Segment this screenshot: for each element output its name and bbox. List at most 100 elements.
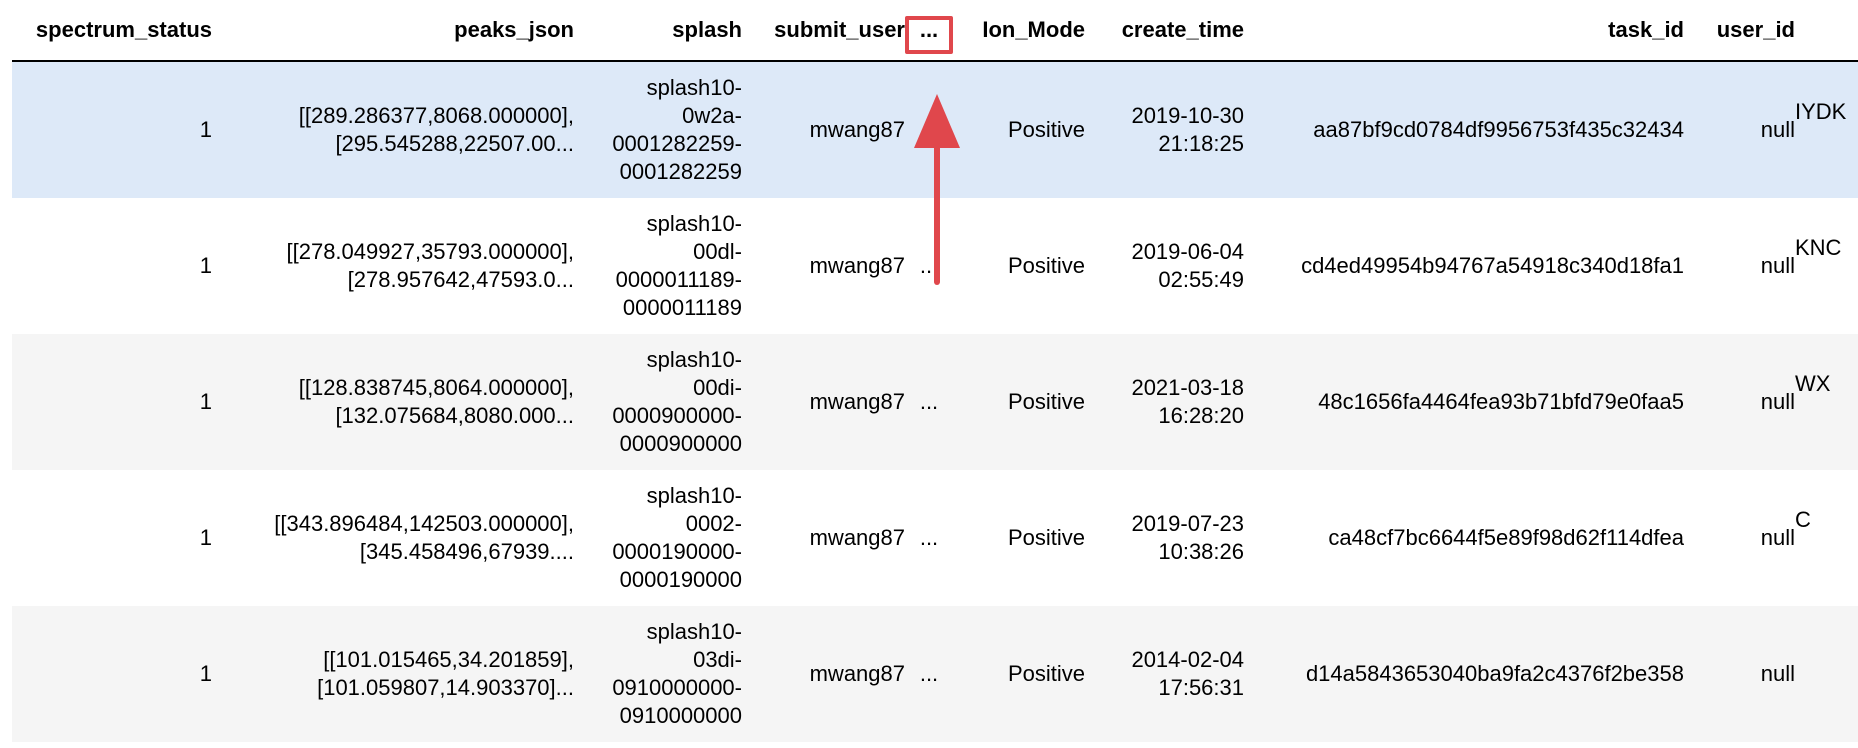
splash-line-3: 0000011189- xyxy=(615,267,742,292)
cell-truncated-column: C xyxy=(1795,507,1811,532)
splash-line-1: splash10- xyxy=(646,75,742,100)
cell-create-time: 2019-06-04 02:55:49 xyxy=(1085,198,1244,334)
cell-submit-user: mwang87 xyxy=(809,661,905,686)
header-ion-mode[interactable]: Ion_Mode xyxy=(982,17,1085,42)
cell-task-id: 48c1656fa4464fea93b71bfd79e0faa5 xyxy=(1318,389,1684,414)
peaks-line-2: [345.458496,67939.... xyxy=(359,539,574,564)
create-date: 2019-10-30 xyxy=(1131,103,1244,128)
cell-peaks-json: [[278.049927,35793.000000], [278.957642,4… xyxy=(212,198,575,334)
cell-ellipsis: ... xyxy=(919,253,939,278)
highlight-box-annotation xyxy=(905,16,953,54)
splash-line-4: 0000190000 xyxy=(619,567,742,592)
cell-user-id: null xyxy=(1760,389,1795,414)
splash-line-2: 0w2a- xyxy=(682,103,742,128)
cell-spectrum-status: 1 xyxy=(199,525,212,550)
cell-spectrum-status: 1 xyxy=(199,661,212,686)
table-row[interactable]: 1 [[128.838745,8064.000000],[132.075684,… xyxy=(12,334,1858,470)
cell-task-id: ca48cf7bc6644f5e89f98d62f114dfea xyxy=(1328,525,1684,550)
splash-line-4: 0001282259 xyxy=(619,159,742,184)
cell-splash: splash10- 03di- 0910000000- 0910000000 xyxy=(574,606,742,742)
cell-submit-user: mwang87 xyxy=(809,117,905,142)
create-clock: 16:28:20 xyxy=(1158,403,1244,428)
cell-user-id: null xyxy=(1760,253,1795,278)
cell-truncated-column: KNC xyxy=(1795,235,1842,260)
cell-splash: splash10- 0w2a- 0001282259- 0001282259 xyxy=(574,62,742,198)
cell-ion-mode: Positive xyxy=(1007,525,1085,550)
cell-task-id: d14a5843653040ba9fa2c4376f2be358 xyxy=(1305,661,1684,686)
splash-line-2: 03di- xyxy=(693,647,742,672)
table-row[interactable]: 1 [[101.015465,34.201859], [101.059807,14… xyxy=(12,606,1858,742)
table-row[interactable]: 1 [[343.896484,142503.000000], [345.45849… xyxy=(12,470,1858,606)
splash-line-2: 0002- xyxy=(685,511,742,536)
splash-line-4: 0910000000 xyxy=(619,703,742,728)
create-clock: 17:56:31 xyxy=(1158,675,1244,700)
cell-task-id: cd4ed49954b94767a54918c340d18fa1 xyxy=(1301,253,1684,278)
cell-user-id: null xyxy=(1760,117,1795,142)
create-clock: 02:55:49 xyxy=(1158,267,1244,292)
header-splash[interactable]: splash xyxy=(672,17,742,42)
splash-line-1: splash10- xyxy=(646,619,742,644)
header-peaks-json[interactable]: peaks_json xyxy=(454,17,574,42)
header-spectrum-status[interactable]: spectrum_status xyxy=(35,17,212,42)
header-hidden-columns-ellipsis[interactable]: ... xyxy=(919,17,939,42)
peaks-line-2: [101.059807,14.903370]... xyxy=(317,675,574,700)
peaks-line-2: [295.545288,22507.00... xyxy=(335,131,574,156)
dataframe-table: spectrum_status peaks_json splash submit… xyxy=(12,0,1858,748)
cell-ellipsis: ... xyxy=(919,525,939,550)
cell-peaks-json: [[289.286377,8068.000000], [295.545288,22… xyxy=(212,62,574,198)
peaks-line-2: [278.957642,47593.0... xyxy=(347,267,574,292)
splash-line-2: 00dl- xyxy=(693,239,742,264)
cell-submit-user: mwang87 xyxy=(809,253,905,278)
cell-peaks-json: [[101.015465,34.201859], [101.059807,14.9… xyxy=(212,606,574,742)
create-date: 2019-06-04 xyxy=(1131,239,1244,264)
create-date: 2021-03-18 xyxy=(1131,375,1244,400)
cell-ion-mode: Positive xyxy=(1007,117,1085,142)
cell-splash: splash10- 0002- 0000190000- 0000190000 xyxy=(574,470,742,606)
cell-truncated-column: WX xyxy=(1795,371,1831,396)
cell-submit-user: mwang87 xyxy=(809,525,905,550)
table-header-row: spectrum_status peaks_json splash submit… xyxy=(12,0,1858,62)
header-user-id[interactable]: user_id xyxy=(1716,17,1795,42)
cell-ion-mode: Positive xyxy=(1007,253,1085,278)
cell-ellipsis: ... xyxy=(919,661,939,686)
cell-user-id: null xyxy=(1760,661,1795,686)
splash-line-2: 00di- xyxy=(693,375,742,400)
splash-line-1: splash10- xyxy=(646,483,742,508)
arrow-head xyxy=(914,94,960,148)
peaks-line-1: [[278.049927,35793.000000], xyxy=(286,239,575,264)
splash-line-1: splash10- xyxy=(646,211,742,236)
cell-create-time: 2021-03-18 16:28:20 xyxy=(1085,334,1244,470)
splash-line-4: 0000011189 xyxy=(622,295,742,320)
create-date: 2014-02-04 xyxy=(1131,647,1244,672)
create-date: 2019-07-23 xyxy=(1131,511,1244,536)
peaks-line-1: [[101.015465,34.201859], xyxy=(323,647,574,672)
cell-ion-mode: Positive xyxy=(1007,389,1085,414)
splash-line-3: 0000190000- xyxy=(612,539,742,564)
peaks-line-1: [[289.286377,8068.000000], xyxy=(298,103,574,128)
cell-spectrum-status: 1 xyxy=(199,117,212,142)
header-task-id[interactable]: task_id xyxy=(1608,17,1684,42)
peaks-line-1: [[128.838745,8064.000000], xyxy=(298,375,574,400)
header-create-time[interactable]: create_time xyxy=(1121,17,1244,42)
splash-line-1: splash10- xyxy=(646,347,742,372)
cell-ion-mode: Positive xyxy=(1007,661,1085,686)
cell-truncated-column: IYDK xyxy=(1795,99,1847,124)
cell-task-id: aa87bf9cd0784df9956753f435c32434 xyxy=(1313,117,1684,142)
cell-peaks-json: [[343.896484,142503.000000], [345.458496,… xyxy=(212,470,574,606)
peaks-line-1: [[343.896484,142503.000000], xyxy=(274,511,574,536)
splash-line-3: 0910000000- xyxy=(612,675,742,700)
cell-splash: splash10- 00di- 0000900000- 0000900000 xyxy=(574,334,742,470)
splash-line-3: 0000900000- xyxy=(612,403,742,428)
create-clock: 10:38:26 xyxy=(1158,539,1244,564)
cell-peaks-json: [[128.838745,8064.000000],[132.075684,80… xyxy=(212,334,574,470)
cell-create-time: 2014-02-04 17:56:31 xyxy=(1085,606,1244,742)
cell-spectrum-status: 1 xyxy=(199,253,212,278)
cell-ellipsis: ... xyxy=(919,389,939,414)
cell-submit-user: mwang87 xyxy=(809,389,905,414)
splash-line-3: 0001282259- xyxy=(612,131,742,156)
cell-splash: splash10- 00dl- 0000011189- 0000011189 xyxy=(574,198,742,334)
cell-spectrum-status: 1 xyxy=(199,389,212,414)
header-submit-user[interactable]: submit_user xyxy=(774,17,905,42)
